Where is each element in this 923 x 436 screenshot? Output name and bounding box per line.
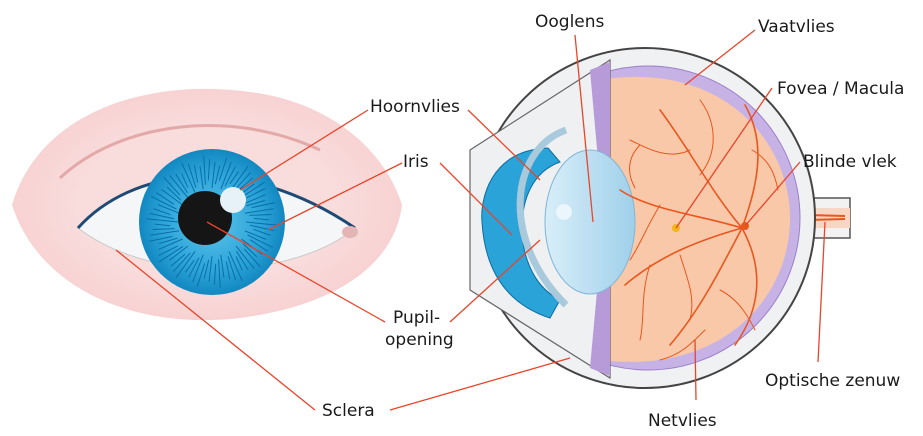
label-vaatvlies: Vaatvlies: [758, 17, 835, 37]
eye-highlight: [220, 187, 246, 213]
label-netvlies: Netvlies: [648, 411, 717, 431]
front-view-eye-illustration: [12, 89, 402, 320]
label-pupil-line2: opening: [385, 330, 454, 350]
label-fovea-macula: Fovea / Macula: [777, 79, 904, 99]
leader-sclera-section: [390, 358, 570, 410]
label-sclera: Sclera: [322, 401, 375, 421]
label-pupil-line1: Pupil-: [393, 308, 440, 328]
lens-highlight: [556, 204, 572, 220]
label-ooglens: Ooglens: [535, 12, 605, 32]
tear-duct: [342, 226, 358, 238]
label-blinde-vlek: Blinde vlek: [803, 152, 897, 172]
label-hoornvlies: Hoornvlies: [370, 97, 460, 117]
leader-optische-zenuw: [818, 222, 825, 362]
eye-cross-section-illustration: [470, 48, 850, 388]
section-lens: [545, 150, 635, 294]
label-iris: Iris: [403, 152, 429, 172]
label-optische-zenuw: Optische zenuw: [765, 371, 900, 391]
